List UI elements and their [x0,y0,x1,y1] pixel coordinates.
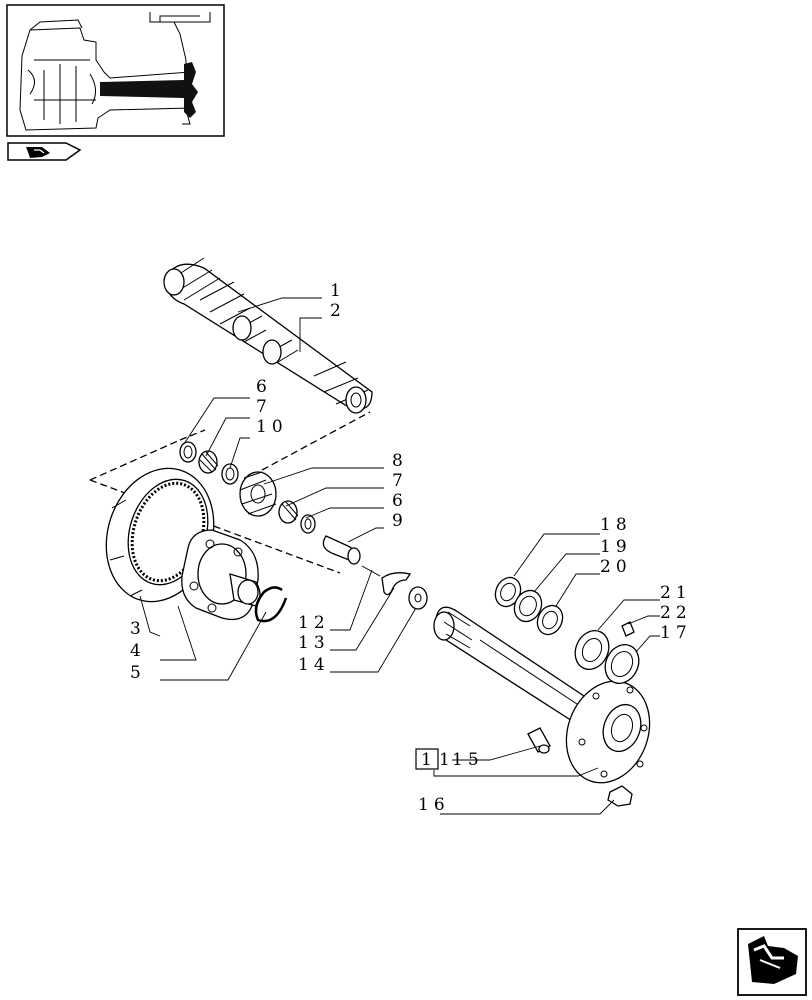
callout-4: 4 [130,641,146,661]
callout-1: 1 [330,281,346,301]
grease-nipple-22[interactable] [621,621,635,637]
thrust-washer-lower[interactable] [300,514,316,534]
callout-8: 8 [392,451,408,471]
boxed-reference-number[interactable]: 1 [421,750,437,770]
seal-17[interactable] [599,639,645,689]
transmission-thumbnail[interactable] [6,4,225,137]
locking-pin[interactable] [361,565,381,577]
planet-carrier[interactable] [181,529,261,621]
planet-gear[interactable] [239,471,277,517]
callout-2: 2 [330,301,346,321]
forward-arrow-icon[interactable] [737,928,807,996]
wheel-stud[interactable] [527,727,551,754]
snap-ring[interactable] [254,586,288,623]
splined-shaft[interactable] [163,257,373,414]
bearing-21[interactable] [569,625,615,675]
bearing-cone-19[interactable] [509,586,546,626]
callout-14: 14 [298,655,330,675]
needle-bearing-upper[interactable] [198,450,219,474]
callout-5: 5 [130,663,146,683]
callout-18: 18 [600,515,632,535]
axle-flange[interactable] [553,669,664,794]
callout-22: 22 [660,603,692,623]
callout-19: 19 [600,537,632,557]
callout-6a: 6 [256,377,272,397]
planet-pin[interactable] [322,535,361,565]
callout-13: 13 [298,633,330,653]
axle-shaft[interactable] [433,606,591,727]
spacer-ring[interactable] [221,463,239,485]
callout-17: 17 [660,623,692,643]
callout-15-prefix: 1 [439,750,455,770]
callout-12: 12 [298,613,330,633]
callout-3: 3 [130,619,146,639]
callout-20: 20 [600,557,632,577]
callout-9: 9 [392,511,408,531]
leader-lines [139,297,660,815]
thrust-washer-upper[interactable] [179,441,197,463]
callout-15: 15 [452,750,484,770]
back-arrow-icon[interactable] [7,142,82,161]
callout-7a: 7 [256,397,272,417]
callout-21: 21 [660,583,692,603]
washer-14[interactable] [408,586,428,610]
callout-7b: 7 [392,471,408,491]
callout-10: 10 [256,417,288,437]
assembly-dashed-outline [89,411,371,574]
boxed-reference-frame[interactable] [415,748,439,770]
wheel-nut[interactable] [607,785,633,807]
callout-6b: 6 [392,491,408,511]
needle-bearing-lower[interactable] [278,500,299,524]
lock-plate[interactable] [381,572,412,596]
callout-16: 16 [418,795,450,815]
spacer-20[interactable] [533,601,567,638]
